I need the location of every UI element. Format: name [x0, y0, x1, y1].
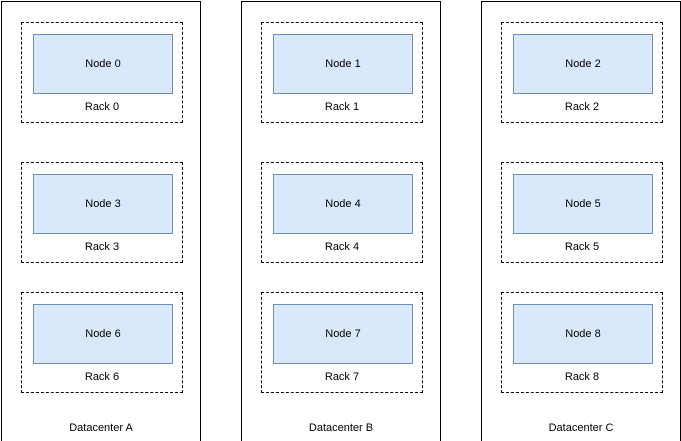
node-label: Node 3	[85, 197, 121, 210]
node-label: Node 5	[565, 197, 601, 210]
datacenter-container-b[interactable]: Node 1 Rack 1 Node 4 Rack 4 Node 7 Rack …	[241, 1, 441, 441]
node-label: Node 6	[85, 327, 121, 340]
rack-label: Rack 7	[324, 371, 360, 383]
node-box-0[interactable]: Node 0	[33, 34, 173, 94]
node-box-1[interactable]: Node 1	[273, 34, 413, 94]
node-box-5[interactable]: Node 5	[513, 174, 653, 234]
node-label: Node 2	[565, 57, 601, 70]
node-label: Node 1	[325, 57, 361, 70]
rack-container-6[interactable]: Node 6 Rack 6	[21, 292, 183, 393]
node-box-8[interactable]: Node 8	[513, 304, 653, 364]
rack-label: Rack 1	[324, 101, 360, 113]
node-label: Node 8	[565, 327, 601, 340]
datacenter-label: Datacenter C	[548, 422, 614, 434]
node-box-7[interactable]: Node 7	[273, 304, 413, 364]
datacenter-label: Datacenter B	[308, 422, 374, 434]
rack-label: Rack 3	[84, 241, 120, 253]
rack-container-7[interactable]: Node 7 Rack 7	[261, 292, 423, 393]
node-box-2[interactable]: Node 2	[513, 34, 653, 94]
node-box-4[interactable]: Node 4	[273, 174, 413, 234]
rack-container-4[interactable]: Node 4 Rack 4	[261, 162, 423, 263]
rack-container-0[interactable]: Node 0 Rack 0	[21, 22, 183, 123]
rack-container-8[interactable]: Node 8 Rack 8	[501, 292, 663, 393]
node-label: Node 7	[325, 327, 361, 340]
node-label: Node 4	[325, 197, 361, 210]
rack-label: Rack 6	[84, 371, 120, 383]
rack-container-1[interactable]: Node 1 Rack 1	[261, 22, 423, 123]
datacenter-label: Datacenter A	[69, 422, 133, 434]
node-box-6[interactable]: Node 6	[33, 304, 173, 364]
rack-label: Rack 8	[564, 371, 600, 383]
datacenter-container-c[interactable]: Node 2 Rack 2 Node 5 Rack 5 Node 8 Rack …	[481, 1, 681, 441]
rack-container-3[interactable]: Node 3 Rack 3	[21, 162, 183, 263]
datacenter-container-a[interactable]: Node 0 Rack 0 Node 3 Rack 3 Node 6 Rack …	[1, 1, 201, 441]
rack-label: Rack 5	[564, 241, 600, 253]
rack-label: Rack 4	[324, 241, 360, 253]
rack-container-5[interactable]: Node 5 Rack 5	[501, 162, 663, 263]
rack-container-2[interactable]: Node 2 Rack 2	[501, 22, 663, 123]
rack-label: Rack 2	[564, 101, 600, 113]
node-label: Node 0	[85, 57, 121, 70]
node-box-3[interactable]: Node 3	[33, 174, 173, 234]
rack-label: Rack 0	[84, 101, 120, 113]
